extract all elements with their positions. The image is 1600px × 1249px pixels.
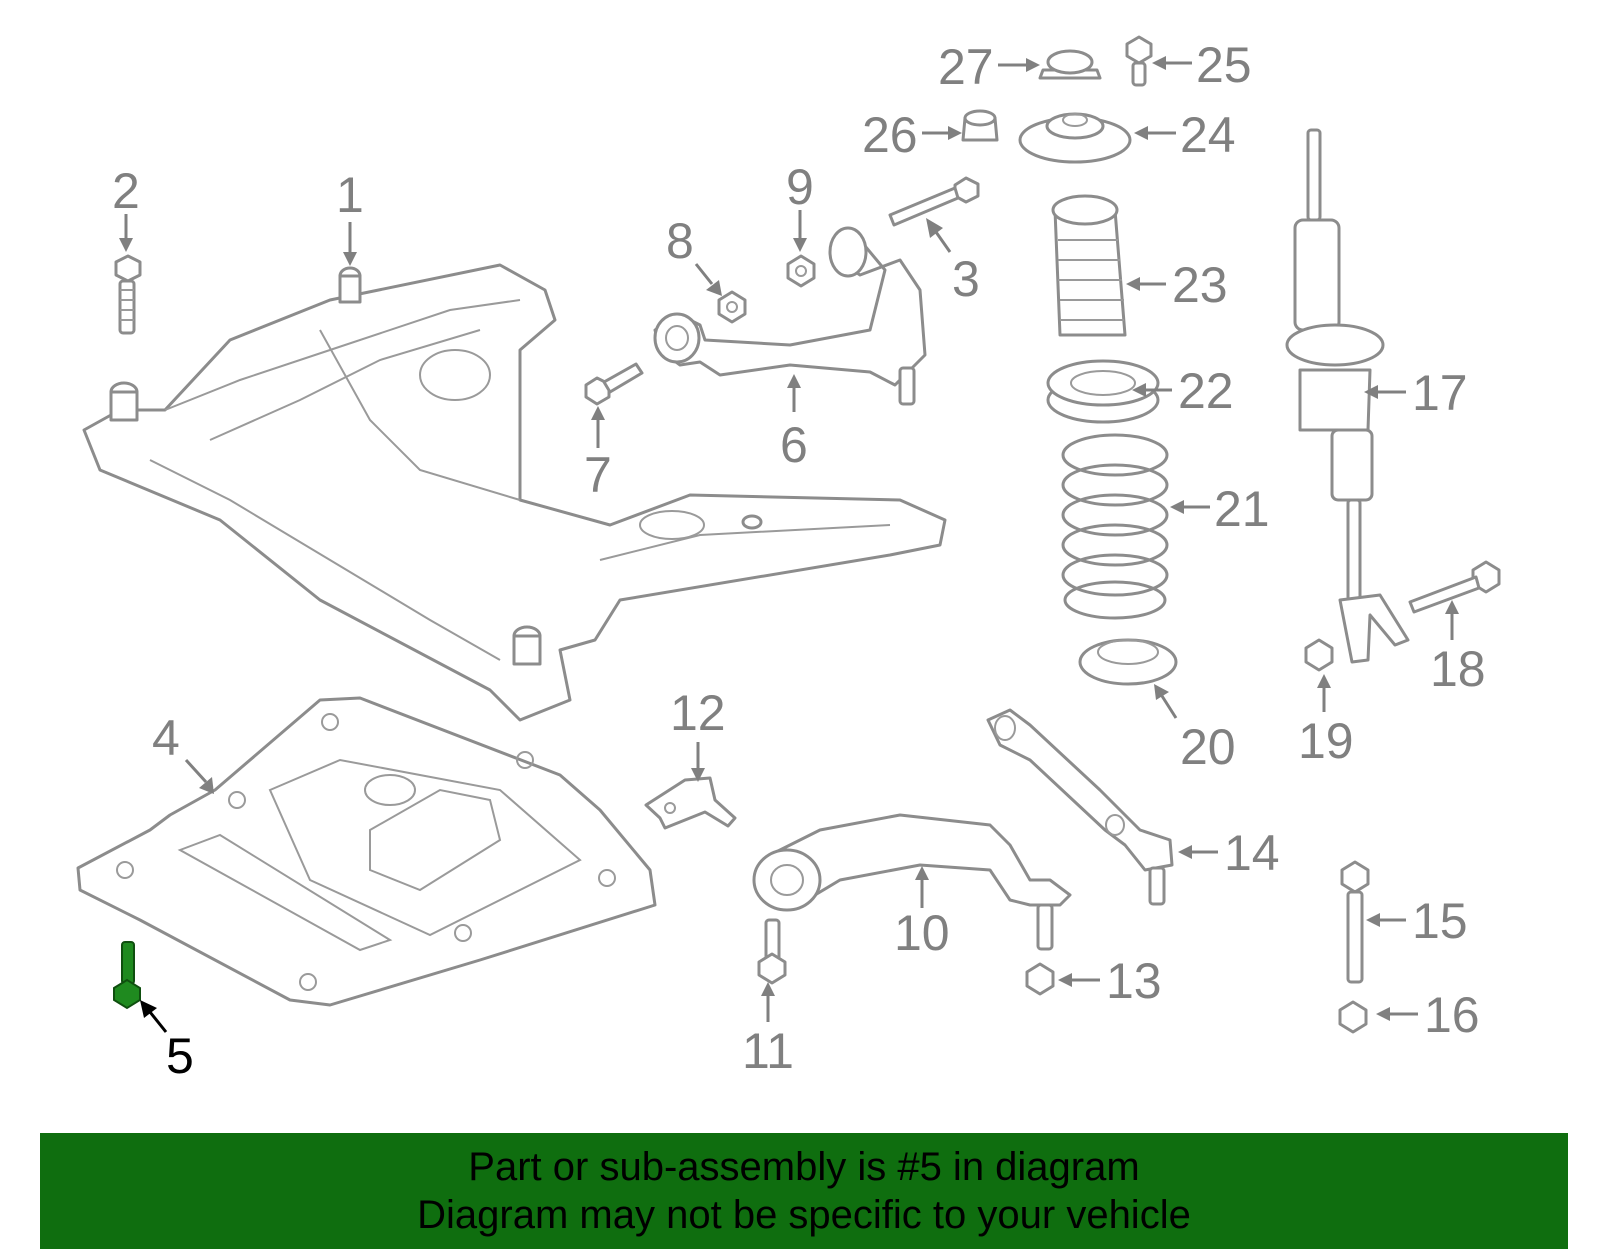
callout-11: 11 [742,1023,794,1079]
part-strut-mount[interactable] [1018,112,1132,164]
part-coil-spring[interactable] [1061,433,1169,620]
part-bolt-2[interactable] [114,254,142,335]
callout-20: 20 [1180,719,1236,775]
callout-19: 19 [1298,713,1354,769]
callout-4: 4 [152,710,180,766]
part-lower-spring-pad[interactable] [1078,638,1178,686]
callout-3: 3 [952,251,980,307]
part-subframe[interactable] [82,263,947,722]
callout-12: 12 [670,685,726,741]
part-nut-8[interactable] [717,290,747,324]
callout-17: 17 [1412,365,1468,421]
callout-26: 26 [862,107,918,163]
part-nut-26[interactable] [961,109,999,142]
callout-15: 15 [1412,893,1468,949]
part-bracket-12[interactable] [644,776,737,830]
callout-9: 9 [786,159,814,215]
banner-line-part-number: Part or sub-assembly is #5 in diagram [468,1145,1140,1189]
callout-18: 18 [1430,641,1486,697]
part-nut-19[interactable] [1304,638,1334,672]
callout-5: 5 [166,1028,194,1084]
info-banner: Part or sub-assembly is #5 in diagram Di… [40,1133,1568,1249]
part-strut[interactable] [1285,128,1410,664]
part-upper-spring-seat[interactable] [1046,359,1160,424]
part-bump-stop[interactable] [1051,194,1127,337]
callout-25: 25 [1196,37,1252,93]
callout-10: 10 [894,905,950,961]
part-nut-9[interactable] [786,254,816,288]
callout-7: 7 [584,447,612,503]
banner-line-disclaimer: Diagram may not be specific to your vehi… [417,1193,1191,1237]
callout-22: 22 [1178,363,1234,419]
callout-1: 1 [336,167,364,223]
part-skid-plate[interactable] [76,696,657,1007]
part-nut-16[interactable] [1338,1000,1368,1034]
callout-21: 21 [1214,481,1270,537]
suspension-parts-diagram: 1 2 3 4 5 6 7 8 9 10 11 12 13 14 15 16 1… [76,35,1501,1084]
part-bolt-18[interactable] [1408,560,1501,614]
callout-27: 27 [938,39,994,95]
part-bolt-15[interactable] [1340,860,1370,984]
callout-labels: 1 2 3 4 5 6 7 8 9 10 11 12 13 14 15 16 1… [112,37,1486,1084]
callout-8: 8 [666,213,694,269]
part-bolt-7[interactable] [584,362,644,406]
leader-arrows [119,56,1459,1033]
part-nut-13[interactable] [1025,962,1055,996]
callout-24: 24 [1180,107,1236,163]
callout-16: 16 [1424,987,1480,1043]
part-bolt-3[interactable] [888,176,980,227]
part-bolt-11[interactable] [757,918,787,985]
callout-13: 13 [1106,953,1162,1009]
part-bolt-25[interactable] [1125,35,1153,87]
callout-2: 2 [112,163,140,219]
callout-6: 6 [780,417,808,473]
part-cap-27[interactable] [1038,49,1102,80]
callout-23: 23 [1172,257,1228,313]
callout-14: 14 [1224,825,1280,881]
part-bolt-5-highlighted[interactable] [113,941,141,1010]
part-tension-strut[interactable] [986,708,1174,906]
part-lower-control-arm[interactable] [752,813,1072,951]
part-upper-control-arm[interactable] [653,226,927,406]
